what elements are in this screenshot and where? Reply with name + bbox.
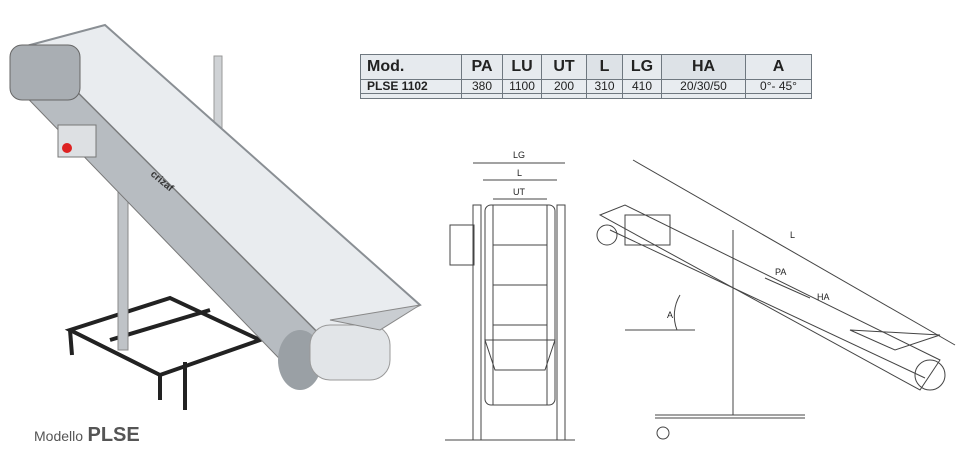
header-ha: HA: [661, 54, 746, 80]
dim-label-a: A: [667, 310, 673, 320]
header-lg: LG: [622, 54, 662, 80]
header-a: A: [745, 54, 812, 80]
table-row: PLSE 1102 380 1100 200 310 410 20/30/50 …: [360, 79, 812, 94]
cell-l: 310: [586, 79, 623, 94]
dim-label-ut: UT: [513, 187, 525, 197]
spec-table: Mod. PA LU UT L LG HA A PLSE 1102 380 11…: [360, 54, 812, 99]
front-view-drawing: LG L UT: [445, 150, 575, 441]
control-box: [57, 124, 97, 158]
header-l: L: [586, 54, 623, 80]
header-mod: Mod.: [360, 54, 462, 80]
side-view-drawing: L A PA HA: [596, 159, 956, 440]
roller-drum: [309, 324, 391, 381]
cell-mod: PLSE 1102: [360, 79, 462, 94]
dim-label-l: L: [517, 168, 522, 178]
base-frame: [64, 295, 266, 410]
conveyor-photo: crizaf: [9, 23, 422, 410]
dim-label-lg: LG: [513, 150, 525, 160]
motor: [9, 44, 81, 101]
cell-pa: 380: [461, 79, 503, 94]
cell-lg: 410: [622, 79, 662, 94]
header-lu: LU: [502, 54, 542, 80]
header-pa: PA: [461, 54, 503, 80]
model-caption: Modello PLSE: [34, 424, 140, 446]
header-ut: UT: [541, 54, 587, 80]
cell-ut: 200: [541, 79, 587, 94]
dim-label-ha: HA: [817, 292, 830, 302]
table-header-row: Mod. PA LU UT L LG HA A: [360, 54, 812, 80]
cell-ha: 20/30/50: [661, 79, 746, 94]
emergency-stop-button: [62, 143, 72, 153]
hopper: [329, 304, 421, 331]
cell-a: 0°- 45°: [745, 79, 812, 94]
dim-label-pa: PA: [775, 267, 786, 277]
cell-lu: 1100: [502, 79, 542, 94]
dim-label-l: L: [790, 230, 795, 240]
